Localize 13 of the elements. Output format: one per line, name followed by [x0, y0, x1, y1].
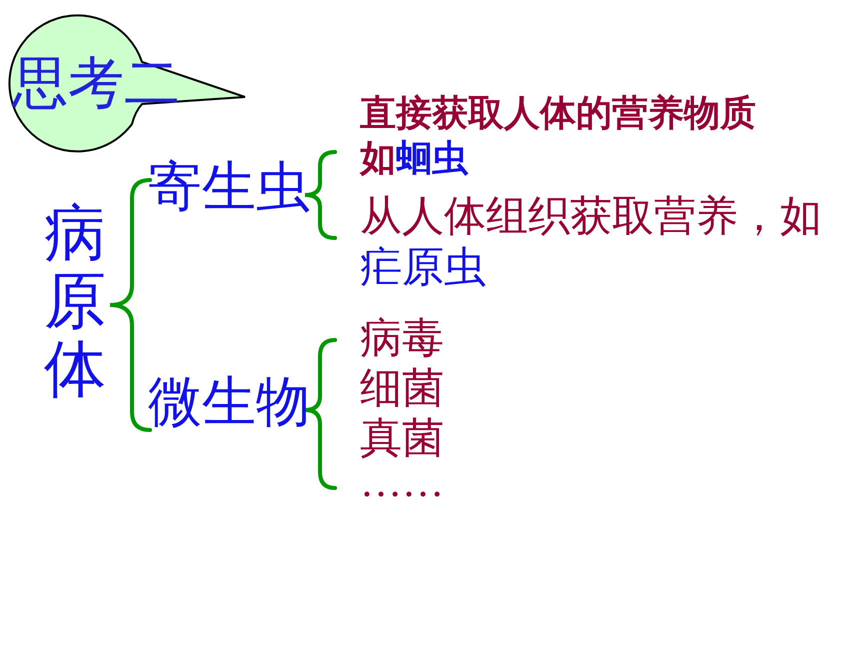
- list-item: 病毒: [360, 318, 444, 360]
- term-label: 微生物: [148, 375, 310, 429]
- example-text: 蛔虫: [396, 141, 468, 177]
- description-text: 直接获取人体的营养物质: [360, 96, 756, 132]
- term-label: 寄生虫: [148, 160, 310, 214]
- example-text: 疟原虫: [360, 247, 486, 289]
- bubble-title: 思考二: [12, 56, 180, 112]
- term-label: 病原体: [44, 200, 106, 405]
- list-item: ……: [360, 462, 444, 504]
- list-item: 细菌: [360, 368, 444, 410]
- example-text: 如: [360, 141, 396, 177]
- list-item: 真菌: [360, 418, 444, 460]
- description-text: 从人体组织获取营养，如: [360, 196, 822, 238]
